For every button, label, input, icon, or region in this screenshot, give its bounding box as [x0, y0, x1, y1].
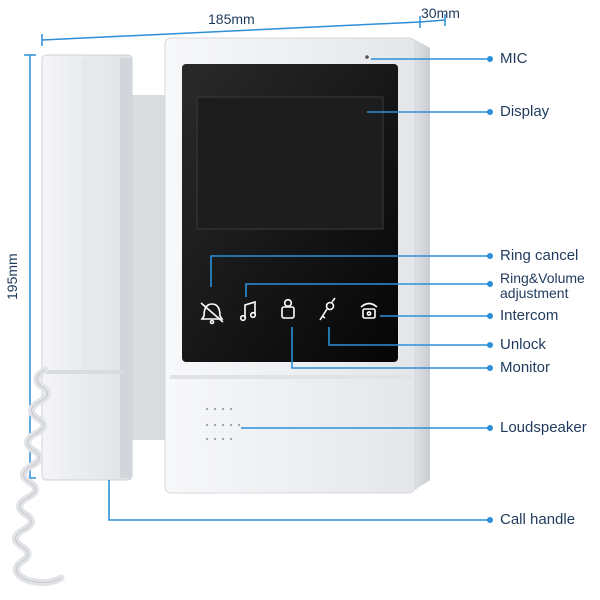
speaker-grille	[205, 407, 241, 441]
coiled-cord-outline	[15, 369, 62, 584]
intercom-label: Intercom	[500, 307, 559, 324]
width-dimension-label: 185mm	[208, 11, 255, 27]
handset	[41, 54, 133, 481]
display-label: Display	[500, 103, 550, 120]
depth-dimension-line	[419, 19, 446, 23]
handset-groove	[82, 58, 88, 370]
ring-cancel-label: Ring cancel	[500, 247, 579, 264]
handset-edge	[120, 58, 132, 478]
unlock-leader	[328, 327, 490, 346]
monitor-label: Monitor	[500, 359, 551, 376]
ring-cancel-leader	[210, 255, 490, 287]
unlock-label: Unlock	[500, 336, 546, 353]
monitor-leader	[291, 327, 490, 369]
intercom-phone-icon	[360, 302, 378, 319]
height-dimension-label: 195mm	[4, 253, 20, 300]
display-screen	[196, 96, 384, 230]
handset-seam	[45, 370, 125, 374]
depth-dimension-label: 30mm	[421, 5, 460, 21]
mic-hole	[365, 55, 369, 59]
speaker-panel-seam	[170, 375, 412, 379]
music-note-icon	[239, 300, 257, 322]
touch-keys	[200, 297, 378, 325]
callout-leaders	[108, 58, 490, 521]
monitor-unit	[164, 37, 430, 494]
width-dimension-line	[41, 21, 421, 41]
monitor-side	[412, 38, 430, 492]
ring-volume-label-line1: Ring&Volume	[500, 270, 585, 286]
callout-endpoints	[487, 56, 493, 523]
ring-volume-leader	[245, 283, 490, 297]
loudspeaker-label: Loudspeaker	[500, 419, 587, 436]
call-handle-leader	[108, 480, 490, 521]
ring-cancel-icon	[200, 302, 224, 325]
ring-volume-label-line2: adjustment	[500, 285, 569, 301]
key-icon	[319, 297, 336, 321]
mic-label: MIC	[500, 50, 528, 67]
monitor-person-icon	[281, 298, 295, 319]
call-handle-label: Call handle	[500, 511, 576, 528]
